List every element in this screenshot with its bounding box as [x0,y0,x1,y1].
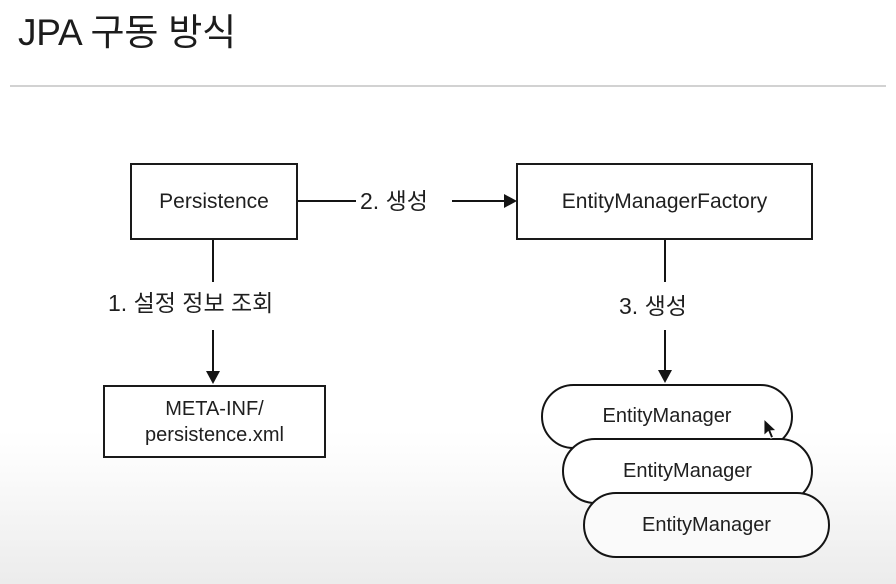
node-entity-manager-factory-label: EntityManagerFactory [561,190,768,213]
connector-persistence-to-label2 [298,200,356,202]
node-meta-inf-persistence-xml: META-INF/ persistence.xml [103,385,326,458]
node-persistence: Persistence [130,163,298,240]
connector-label2-to-emf [452,200,508,202]
edge-label-1-config-lookup: 1. 설정 정보 조회 [108,290,274,316]
node-meta-inf-label: META-INF/ persistence.xml [145,396,284,448]
connector-persistence-to-label1 [212,240,214,282]
connector-label1-to-metainf [212,330,214,373]
edge-label-3-create: 3. 생성 [619,293,687,319]
edge-label-2-create: 2. 생성 [360,188,428,214]
node-meta-inf-label-line1: META-INF/ [165,397,264,420]
node-entity-manager-3-label: EntityManager [642,513,771,536]
title-divider [10,85,886,87]
arrowhead-right-icon [504,194,517,208]
connector-label3-to-entitymanager [664,330,666,372]
node-entity-manager-factory: EntityManagerFactory [516,163,813,240]
page-title: JPA 구동 방식 [18,12,236,53]
node-meta-inf-label-line2: persistence.xml [145,423,284,446]
node-entity-manager-1-label: EntityManager [602,405,732,427]
arrowhead-down-icon [206,371,220,384]
node-persistence-label: Persistence [159,190,269,213]
connector-emf-to-label3 [664,240,666,282]
arrowhead-down-icon [658,370,672,383]
node-entity-manager-2-label: EntityManager [623,459,752,482]
node-entity-manager-3: EntityManager [583,492,830,558]
